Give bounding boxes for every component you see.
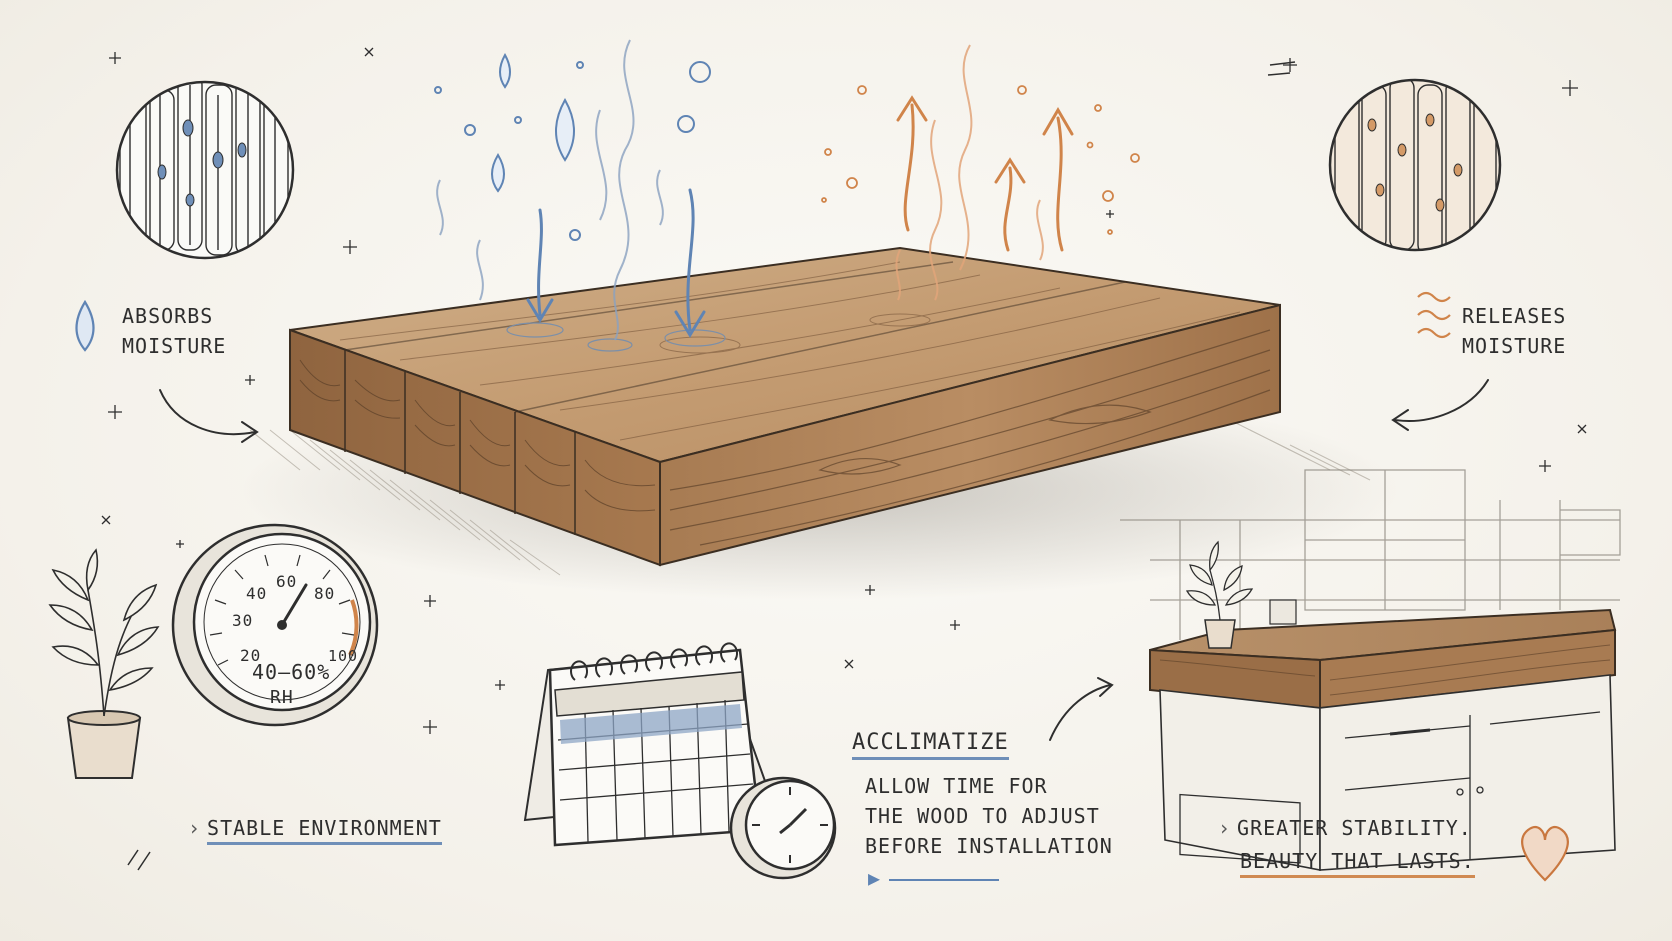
hatch-marks	[127, 61, 1296, 871]
sparkle-decorations	[101, 47, 1587, 734]
stable-environment-text: STABLE ENVIRONMENT	[207, 816, 442, 845]
result-line2-text: BEAUTY THAT LASTS.	[1240, 849, 1475, 878]
releases-label-line2: MOISTURE	[1462, 334, 1567, 358]
releases-label-line1: RELEASES	[1462, 304, 1567, 328]
hygrometer-tick-20: 20	[240, 646, 262, 665]
heat-wave-icon	[1417, 291, 1451, 339]
moisture-absorption-arrows	[526, 188, 706, 338]
hygrometer-unit: RH	[270, 687, 294, 708]
result-line1: ›GREATER STABILITY.	[1218, 816, 1472, 840]
pointer-arrows	[159, 379, 1489, 741]
result-line2: BEAUTY THAT LASTS.	[1240, 845, 1475, 878]
vapor-bubbles	[821, 85, 1140, 235]
acclimatize-line3: BEFORE INSTALLATION	[865, 834, 1113, 858]
moisture-wisps-blue	[436, 39, 664, 341]
hygrometer-tick-60: 60	[276, 572, 298, 591]
moisture-wisps-orange	[895, 44, 1044, 301]
acclimatize-arrow: ▶	[868, 862, 1000, 894]
acclimatize-line2: THE WOOD TO ADJUST	[865, 804, 1100, 828]
moisture-release-arrows	[896, 95, 1074, 252]
hygrometer-range: 40–60%	[252, 660, 331, 684]
acclimatize-line1: ALLOW TIME FOR	[865, 774, 1048, 798]
calendar-icon	[523, 642, 772, 847]
water-droplets	[434, 52, 711, 241]
heart-icon	[1521, 825, 1569, 882]
stable-environment-label: ›STABLE ENVIRONMENT	[188, 812, 442, 845]
cell-closeup-absorbing	[115, 80, 295, 260]
hygrometer-tick-80: 80	[314, 584, 336, 603]
water-drop-icon	[75, 299, 95, 352]
plant-icon	[48, 548, 160, 779]
hygrometer-tick-100: 100	[328, 647, 359, 665]
clock-icon	[729, 776, 837, 880]
kitchen-scene	[1120, 469, 1621, 871]
absorbs-label-line1: ABSORBS	[122, 304, 214, 328]
acclimatize-title: ACCLIMATIZE	[852, 727, 1009, 760]
absorbs-label-line2: MOISTURE	[122, 334, 227, 358]
cell-closeup-releasing	[1328, 78, 1502, 252]
hygrometer-icon	[171, 523, 379, 727]
hygrometer-tick-30: 30	[232, 611, 254, 630]
result-line1-text: GREATER STABILITY.	[1237, 816, 1472, 840]
acclimatize-title-text: ACCLIMATIZE	[852, 730, 1009, 760]
hygrometer-tick-40: 40	[246, 584, 268, 603]
